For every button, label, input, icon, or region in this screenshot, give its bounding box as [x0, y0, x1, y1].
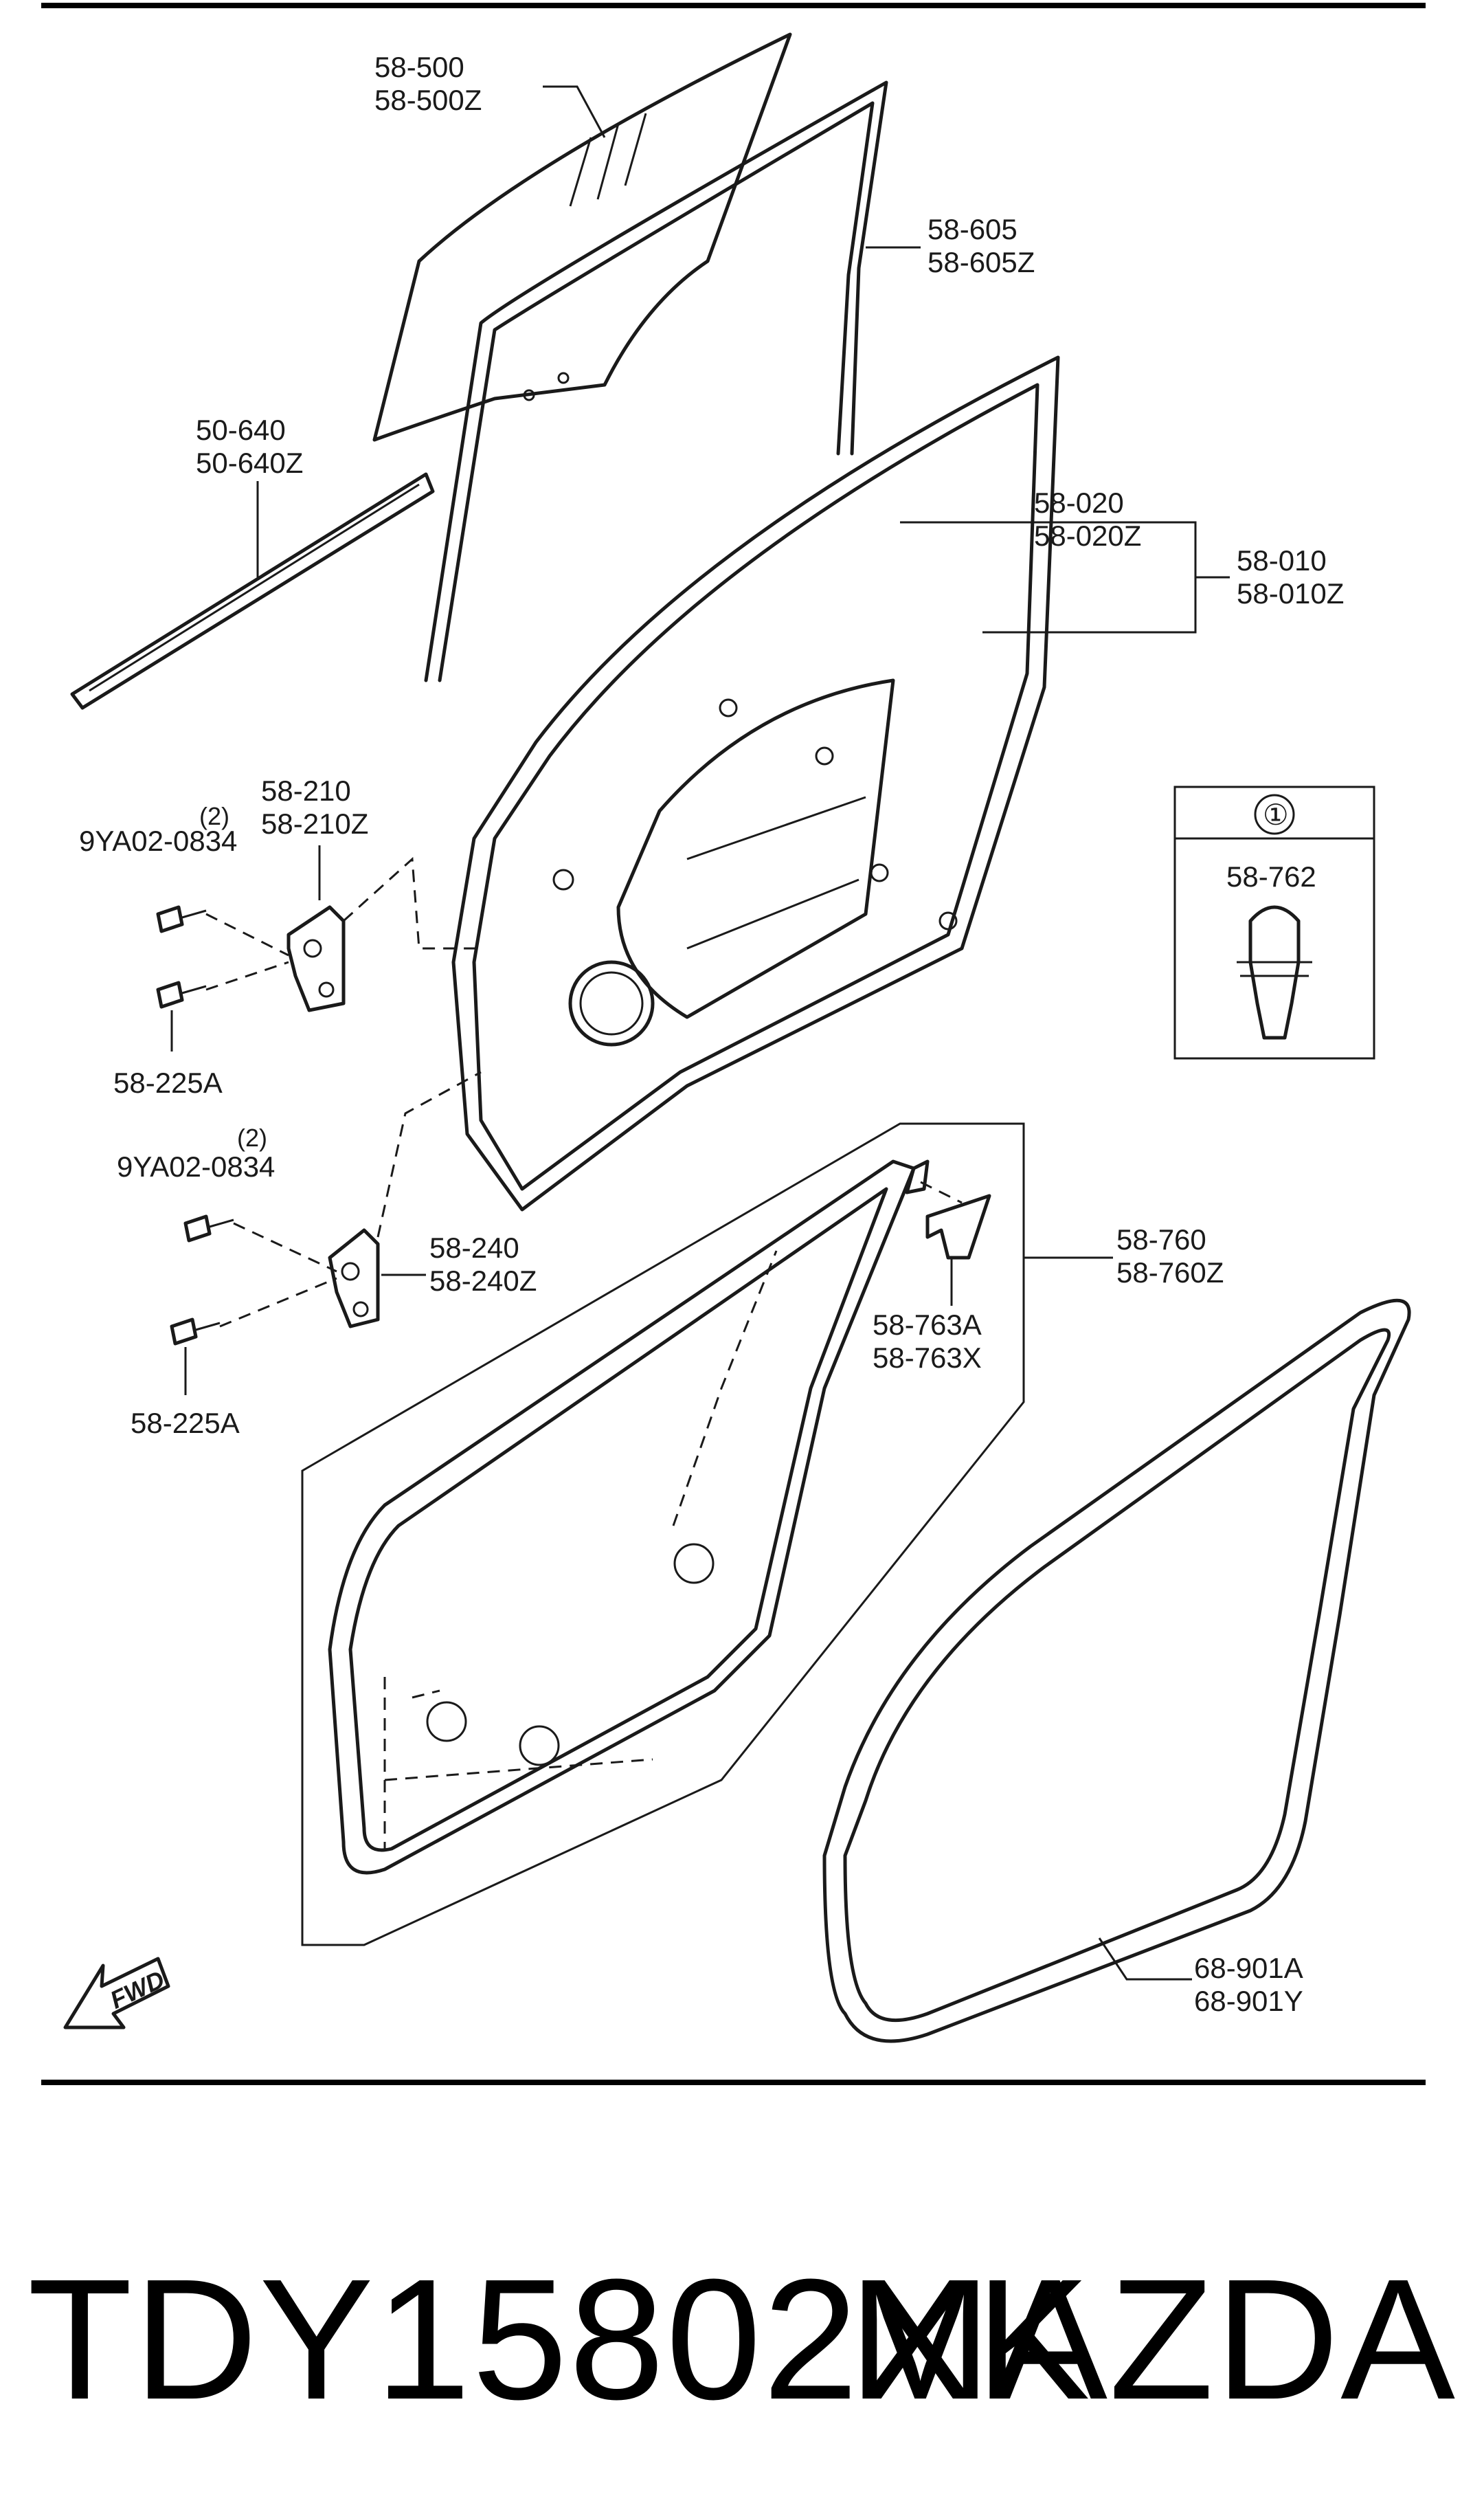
label-upper-bolt-code: 9YA02-0834 — [79, 825, 237, 857]
body-opening-weatherstrip — [822, 1298, 1411, 2043]
fwd-arrow-icon — [63, 1957, 170, 2029]
label-run-channel-1: 58-605 — [928, 213, 1018, 245]
label-glass-1: 58-500 — [374, 51, 464, 83]
label-lower-hinge-bolt: 58-225A — [131, 1407, 240, 1439]
glass-run-channel — [424, 80, 888, 682]
label-glass-2: 58-500Z — [374, 84, 482, 116]
label-lower-hinge-1: 58-240 — [429, 1232, 519, 1264]
label-lower-bolt-code: 9YA02-0834 — [117, 1150, 275, 1183]
upper-hinge — [286, 905, 346, 1012]
label-lower-bolt-qty: (2) — [237, 1124, 267, 1152]
seal-bracket — [925, 1194, 991, 1260]
label-upper-bolt-qty: (2) — [199, 802, 229, 830]
clip-detail-box — [1173, 786, 1375, 1060]
label-clip-part: 58-762 — [1226, 860, 1316, 893]
fwd-label: FWD — [106, 1965, 169, 2014]
lower-hinge — [328, 1228, 380, 1328]
lower-hinge-bolt-1 — [183, 1214, 234, 1243]
label-door-seal-1: 58-760 — [1116, 1223, 1206, 1256]
label-door-seal-2: 58-760Z — [1116, 1256, 1224, 1289]
footer-brand: MAZDA — [848, 2243, 1457, 2435]
lower-hinge-bolt-2 — [170, 1317, 221, 1346]
outer-belt-weatherstrip — [70, 472, 435, 710]
door-seal-group — [301, 1122, 1025, 1946]
upper-hinge-bolt-1 — [156, 905, 207, 933]
label-body-seal-1: 68-901A — [1194, 1952, 1303, 1984]
label-upper-hinge-1: 58-210 — [261, 775, 351, 807]
label-door-panel-2: 58-020Z — [1034, 520, 1141, 552]
label-seal-bracket-1: 58-763A — [873, 1309, 982, 1341]
label-weatherstrip-2: 50-640Z — [196, 447, 303, 479]
door-glass — [372, 32, 792, 442]
door-shell — [451, 355, 1060, 1212]
footer: TDY15802XK MAZDA — [0, 2199, 1484, 2502]
label-door-panel-1: 58-020 — [1034, 487, 1124, 519]
label-upper-hinge-2: 58-210Z — [261, 808, 368, 840]
label-lower-hinge-2: 58-240Z — [429, 1265, 537, 1297]
label-upper-hinge-bolt: 58-225A — [113, 1067, 223, 1099]
label-door-assy-2: 58-010Z — [1237, 577, 1344, 610]
label-body-seal-2: 68-901Y — [1194, 1985, 1303, 2017]
label-door-assy-1: 58-010 — [1237, 544, 1327, 577]
label-weatherstrip-1: 50-640 — [196, 414, 286, 446]
upper-hinge-bolt-2 — [156, 981, 207, 1009]
label-seal-bracket-2: 58-763X — [873, 1342, 982, 1374]
clip-ref-mark: ① — [1263, 799, 1289, 831]
footer-part-number: TDY15802XK — [27, 2243, 1092, 2435]
label-run-channel-2: 58-605Z — [928, 246, 1035, 278]
